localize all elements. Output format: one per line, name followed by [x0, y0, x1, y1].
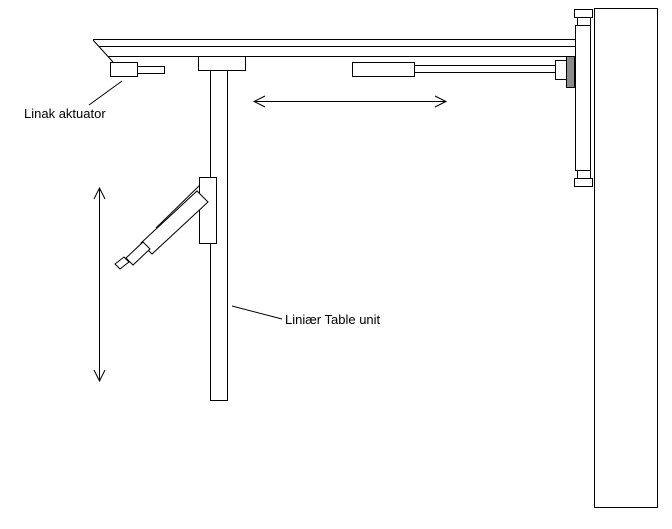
rod-end-block	[555, 60, 567, 80]
rail-mount-carriage	[198, 56, 246, 71]
horizontal-arrow-head-right	[434, 95, 448, 108]
mount-tab-bottom-inner	[577, 170, 591, 179]
vertical-carriage-body	[199, 177, 217, 244]
horizontal-beam	[92, 39, 576, 63]
vertical-travel-arrow	[93, 186, 106, 383]
actuator-leader-line	[88, 80, 123, 106]
rail-mount-carriage-body	[198, 56, 246, 71]
wall-mount-plate	[574, 9, 593, 187]
vertical-carriage	[199, 177, 217, 244]
actuator-extension-block	[137, 66, 165, 74]
actuator-label: Linak aktuator	[24, 106, 106, 121]
mount-tab-top-outer	[574, 9, 593, 18]
horizontal-arrow-head-left	[252, 95, 266, 108]
table-unit-leader-line	[231, 305, 283, 320]
mount-tab-bottom-outer	[574, 178, 593, 187]
slider-carriage	[352, 62, 415, 77]
horizontal-travel-arrow	[252, 95, 448, 108]
angled-cylinder-tip	[114, 256, 130, 270]
rod-shaft	[414, 65, 556, 73]
table-unit-label: Liniær Table unit	[285, 312, 381, 327]
vertical-arrow-head-top	[93, 186, 106, 200]
vertical-arrow-head-bottom	[93, 369, 106, 383]
beam-left-bevel	[92, 39, 114, 63]
angled-actuator	[114, 190, 209, 270]
actuator-motor-block	[110, 62, 138, 77]
angled-cylinder-body	[140, 190, 209, 255]
rod-wall-bracket	[566, 56, 575, 88]
actuator-rod	[414, 56, 575, 88]
slider-carriage-body	[352, 62, 415, 77]
mount-tab-top-inner	[577, 17, 591, 26]
angled-cylinder-rod	[125, 241, 151, 266]
linak-actuator-unit	[110, 62, 165, 77]
bracket-line-upper	[155, 182, 203, 229]
wall-body	[594, 8, 658, 508]
wall-column	[594, 8, 658, 508]
mount-plate-body	[575, 25, 591, 171]
